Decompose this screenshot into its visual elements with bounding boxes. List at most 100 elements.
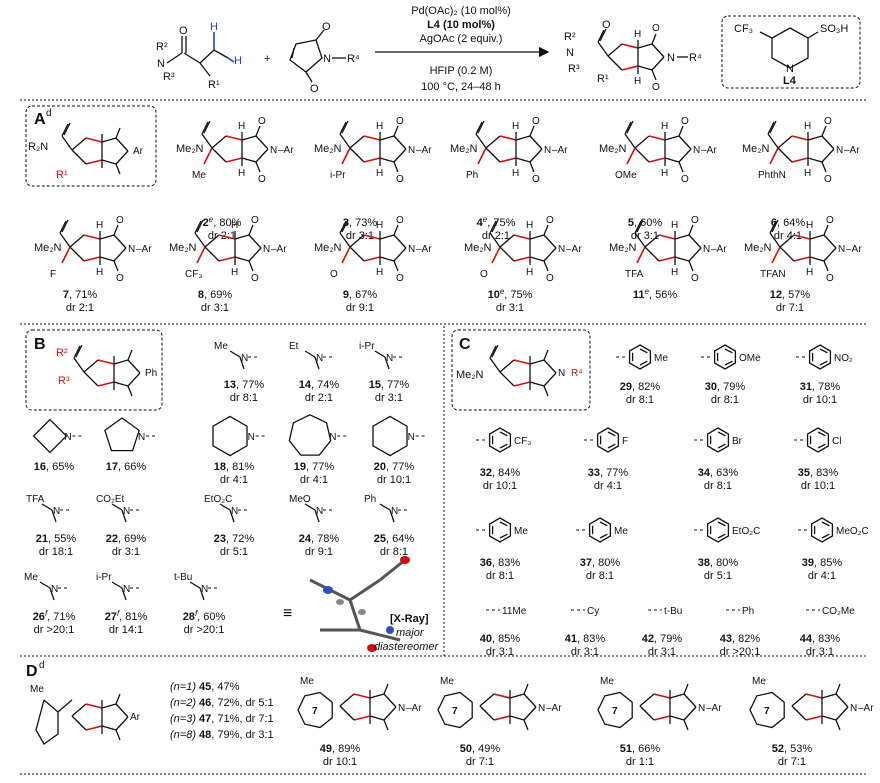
aryl-ring (810, 517, 834, 543)
n-substituent-bond (379, 503, 391, 511)
amine-ring (32, 418, 68, 454)
compound-number: 51 (620, 743, 632, 755)
yield-value: , 85% (814, 557, 842, 569)
dr-value: dr 7:1 (776, 302, 804, 314)
compound-caption: 50, 49%dr 7:1 (460, 743, 501, 768)
n-substituent-bond (51, 509, 57, 523)
compound-yield: 15, 77% (369, 379, 410, 391)
compound-number: 42 (642, 633, 654, 645)
panel-b: B R² R³ Ph (25, 329, 163, 411)
yield-value: , 81% (226, 461, 254, 473)
amide-me2n: Me₂N (169, 242, 197, 254)
compound-number: 48 (199, 729, 211, 741)
yield-value: , 83% (577, 633, 605, 645)
compound-yield: 43, 82% (720, 633, 761, 645)
atom-h: H (634, 76, 641, 87)
compound-number: 45 (199, 681, 211, 693)
compound-caption: 11e, 56% (633, 287, 677, 302)
lactam-ring (749, 691, 785, 729)
compound-number: 21 (36, 533, 48, 545)
imide-n: N (703, 244, 710, 255)
atom-r2: R² (156, 41, 168, 53)
panel-b-label: B (34, 336, 46, 353)
amine-substituent: EtO₂C (204, 494, 232, 505)
atom-h: H (661, 168, 668, 179)
panel-b-ph: Ph (145, 368, 157, 379)
compound-number: 30 (705, 381, 717, 393)
atom-h: H (238, 168, 245, 179)
panel-c-r4: R⁴ (571, 368, 583, 379)
amine-n: N (123, 506, 130, 517)
dr-value: dr 4:1 (774, 230, 802, 242)
compound-yield: 39, 85% (802, 557, 843, 569)
atom-o: O (116, 215, 124, 226)
amine-substituent: MeO (289, 494, 311, 505)
compound-caption: 15, 77%dr 3:1 (369, 379, 410, 404)
panel-a-r1: R¹ (56, 169, 68, 181)
amine-n: N (123, 584, 130, 595)
atom-h: H (671, 220, 678, 231)
panel-d: D d Me Ar (26, 660, 141, 745)
compound-footnote: f (45, 609, 48, 618)
compound-number: 27 (105, 611, 117, 623)
compound-yield: 32, 84% (480, 467, 521, 479)
compound-number: 44 (800, 633, 813, 645)
lactam-ring (437, 691, 473, 729)
compound-16: N16, 65% (32, 418, 85, 473)
compound-caption: 42, 79%dr 3:1 (642, 633, 683, 658)
imide-n: N (538, 703, 545, 714)
compound-yield: 30, 79% (705, 381, 746, 393)
compound-yield: 3, 73% (343, 217, 377, 229)
compound-footnote: f (195, 609, 198, 618)
amine-substituent: t-Bu (174, 572, 192, 583)
ligand-n: N (786, 63, 794, 75)
dr-value: dr 3:1 (112, 546, 140, 558)
dr-value: dr >20:1 (720, 646, 761, 658)
compound-caption: 34, 63%dr 8:1 (698, 467, 739, 492)
atom-o: O (396, 174, 404, 185)
atom-h: H (526, 220, 533, 231)
atom-h: H (231, 267, 238, 278)
dr-value: dr 9:1 (305, 546, 333, 558)
compound-yield: 20, 77% (374, 461, 415, 473)
imide-ar: –Ar (701, 145, 717, 156)
n-methyl: Me (440, 676, 454, 687)
imide-ar: –Ar (706, 703, 722, 714)
dr-value: dr 10:1 (803, 394, 837, 406)
amine-n: N (386, 353, 393, 364)
n-substituent-bond (121, 587, 127, 601)
dr-value: dr 2:1 (482, 230, 510, 242)
amine-n: N (391, 506, 398, 517)
amine-n: N (408, 432, 415, 443)
compound-number: 17 (106, 461, 118, 473)
atom-o: O (691, 273, 699, 284)
compound-yield: 36, 83% (480, 557, 521, 569)
n-substituent-bond (199, 587, 205, 601)
substituent-bond (341, 147, 351, 165)
aryl-ring (488, 427, 512, 453)
panel-a-sup: d (46, 108, 52, 119)
aryl-ring (706, 517, 730, 543)
atom-o: O (826, 273, 834, 284)
ring-size: (n=2) (170, 697, 199, 709)
compound-number: 7 (63, 289, 69, 301)
amide-bond (475, 120, 487, 149)
n-substituent-bond (384, 356, 390, 370)
yield-value: , 56% (649, 289, 677, 301)
compound-caption: 13, 77%dr 8:1 (224, 379, 265, 404)
atom-r2: R² (564, 31, 576, 43)
compound-caption: 5, 60%dr 3:1 (628, 217, 662, 242)
amine-substituent: Ph (364, 494, 376, 505)
yield-value: , 83% (812, 633, 840, 645)
panel-a-r2n: R₂N (28, 141, 48, 153)
substituent-bond (61, 246, 71, 264)
